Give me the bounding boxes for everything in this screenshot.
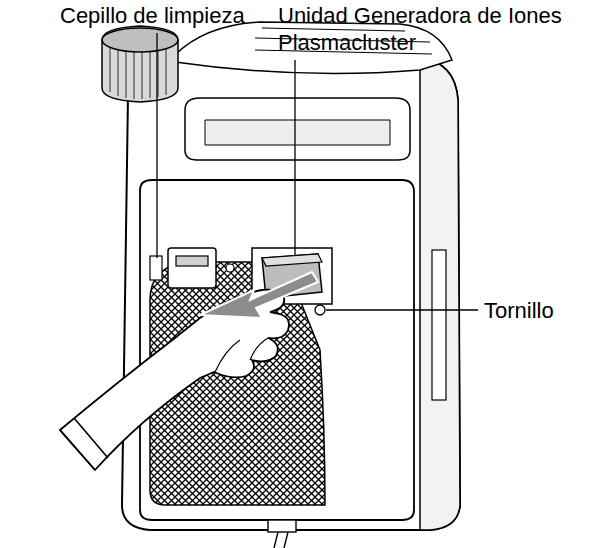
part-label: Tornillo bbox=[484, 297, 594, 324]
leader-line bbox=[294, 60, 295, 256]
leader-line bbox=[156, 33, 157, 258]
leader-line bbox=[326, 309, 478, 310]
part-label: Cepillo de limpieza bbox=[60, 2, 290, 29]
part-label: Unidad Generadora de Iones Plasmacluster bbox=[278, 2, 578, 56]
